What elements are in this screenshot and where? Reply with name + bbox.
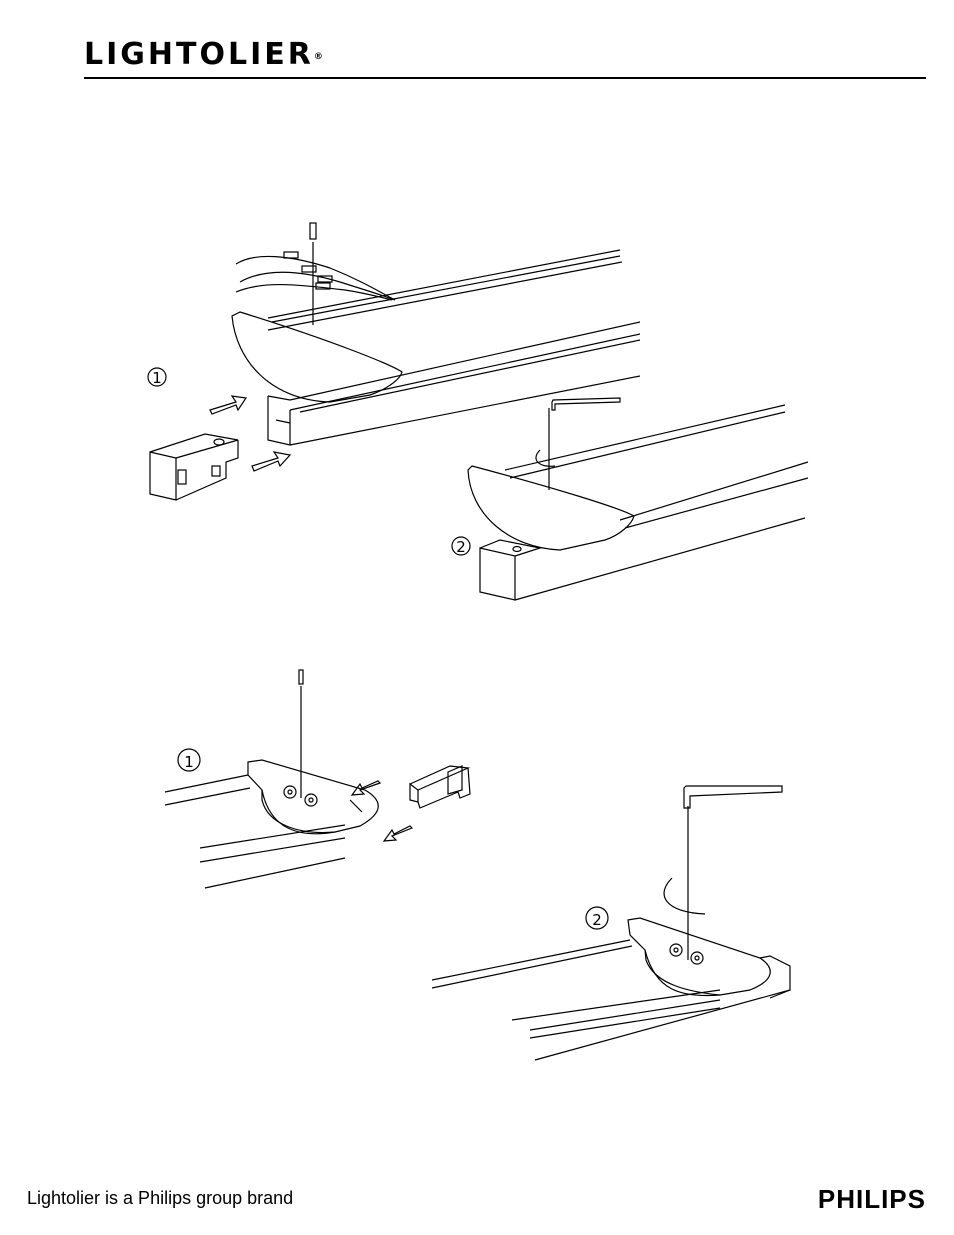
top-step-2-label: 2 [456, 538, 466, 556]
philips-logo: PHILIPS [818, 1184, 926, 1215]
bottom-step-2-label: 2 [592, 911, 602, 929]
top-step-1-label: 1 [152, 369, 162, 387]
bottom-fixture-step-1 [165, 670, 470, 888]
top-fixture-step-2 [452, 398, 808, 600]
bottom-step-1-label: 1 [184, 753, 194, 771]
top-fixture-step-1 [148, 223, 640, 500]
bottom-fixture-step-2 [432, 786, 790, 1060]
brand-statement: Lightolier is a Philips group brand [27, 1188, 293, 1209]
